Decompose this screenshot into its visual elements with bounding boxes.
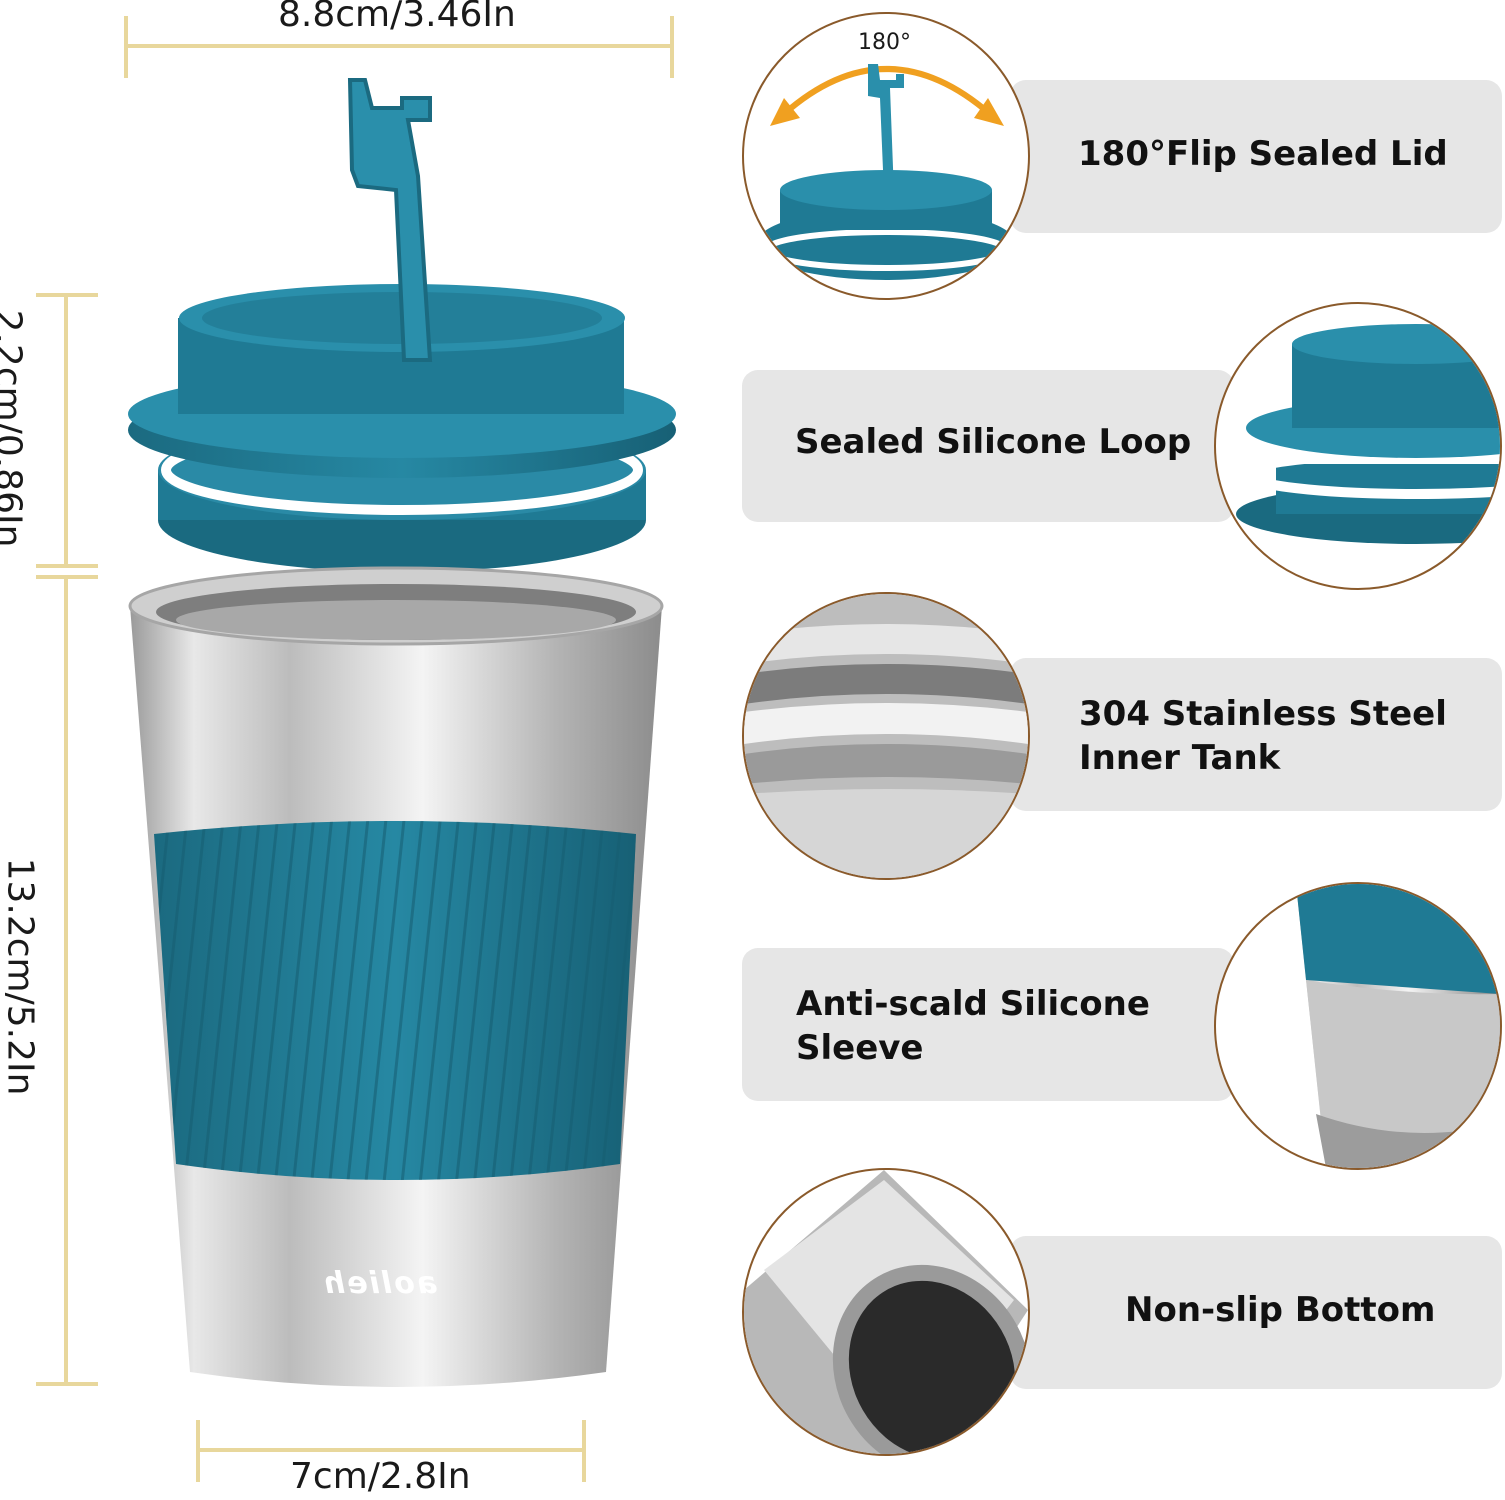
flip-angle-label: 180° <box>856 30 913 55</box>
cup-body <box>128 566 664 1387</box>
base-dimension-tick-left <box>196 1420 200 1482</box>
arrow-right-icon <box>974 98 1004 126</box>
feature-label-silicone-loop: Sealed Silicone Loop <box>795 422 1192 462</box>
travel-mug-illustration <box>128 78 676 1387</box>
detail-circle-stainless-tank <box>742 592 1030 880</box>
cup-height-tick-bottom <box>36 1382 98 1386</box>
feature-label-non-slip-bottom: Non-slip Bottom <box>1125 1290 1436 1330</box>
rubber-base-icon <box>848 1280 1016 1454</box>
feature-panel-sleeve <box>742 948 1234 1101</box>
cup-height-line <box>64 578 68 1384</box>
brand-logo: aolieh <box>322 1266 438 1301</box>
top-dimension-line <box>126 44 672 48</box>
lid-height-tick-top <box>36 293 98 297</box>
feature-panel-silicone-loop <box>742 370 1234 522</box>
top-dimension-tick-right <box>670 16 674 78</box>
feature-label-stainless-tank: 304 Stainless Steel Inner Tank <box>1079 694 1447 778</box>
detail-circle-silicone-loop <box>1214 302 1502 590</box>
detail-circle-flip-lid <box>742 12 1030 300</box>
base-width-label: 7cm/2.8In <box>290 1456 471 1497</box>
rotation-arc-icon <box>782 66 992 117</box>
lid-width-label: 8.8cm/3.46In <box>278 0 516 35</box>
lid-height-line <box>64 296 68 568</box>
top-dimension-tick-left <box>124 16 128 78</box>
feature-panel-flip-lid <box>1010 80 1502 233</box>
feature-label-sleeve: Anti-scald Silicone Sleeve <box>796 984 1150 1068</box>
detail-circle-non-slip-bottom <box>742 1168 1030 1456</box>
feature-panel-stainless-tank <box>1010 658 1502 811</box>
feature-label-flip-lid: 180°Flip Sealed Lid <box>1078 134 1448 174</box>
base-dimension-line <box>198 1448 584 1452</box>
lid <box>128 78 676 572</box>
detail-circle-sleeve <box>1214 882 1502 1170</box>
feature-panel-non-slip-bottom <box>1010 1236 1502 1389</box>
cup-height-tick-top <box>36 575 98 579</box>
base-dimension-tick-right <box>582 1420 586 1482</box>
arrow-left-icon <box>770 98 800 126</box>
lid-height-tick-bottom <box>36 564 98 568</box>
